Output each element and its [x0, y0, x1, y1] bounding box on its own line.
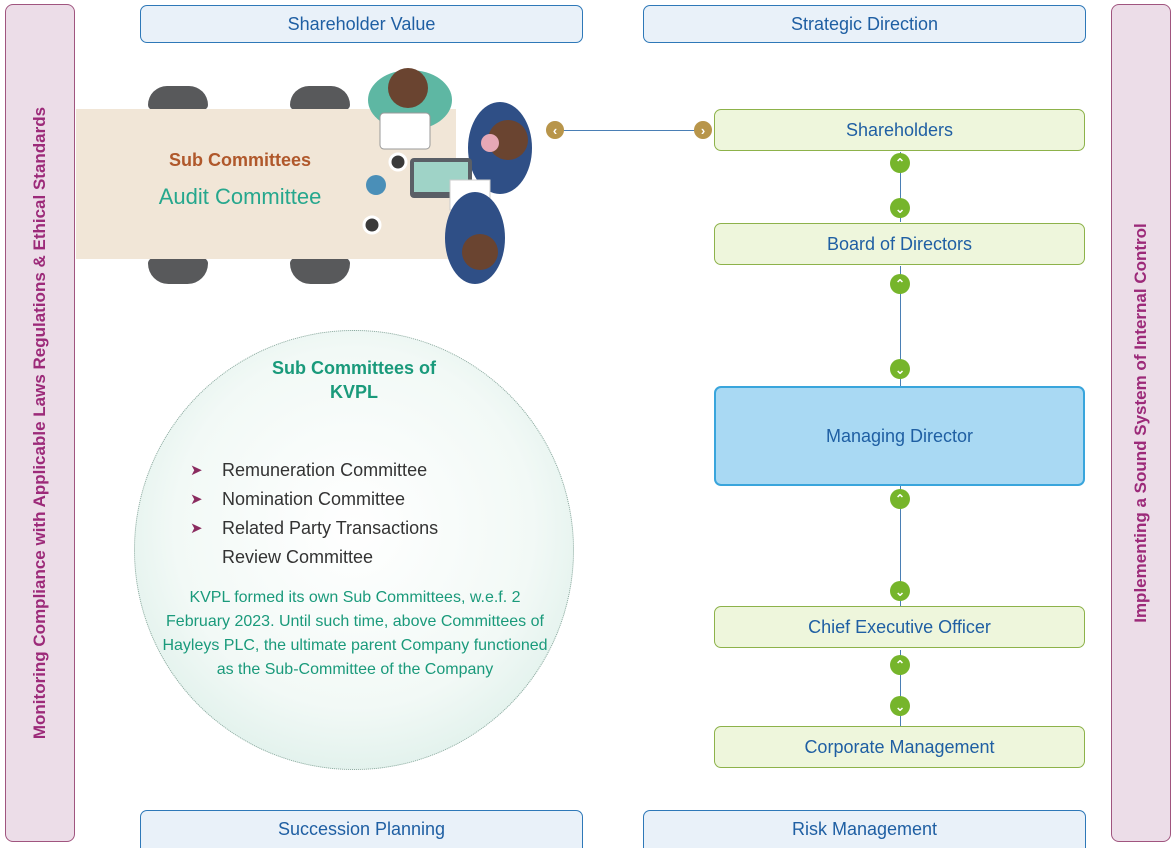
committee-name: Remuneration Committee [222, 460, 428, 480]
list-item: ➤ Nomination Committee [186, 485, 502, 514]
people-at-table-icon [362, 68, 532, 284]
committee-list: ➤ Remuneration Committee ➤ Nomination Co… [186, 456, 502, 572]
arrow-down-icon: ⌃ [890, 581, 910, 601]
arrow-up-icon: ⌃ [890, 655, 910, 675]
risk-management-box: Risk Management [643, 810, 1086, 848]
kvpl-circle-note: KVPL formed its own Sub Committees, w.e.… [162, 589, 548, 678]
right-side-panel: Implementing a Sound System of Internal … [1111, 4, 1171, 842]
chair-icon [148, 258, 208, 284]
chair-icon [290, 86, 350, 110]
audit-committee-label: Audit Committee [158, 184, 322, 209]
managing-director-box: Managing Director [714, 386, 1085, 486]
connector-line [900, 152, 901, 222]
arrow-up-icon: ⌃ [890, 274, 910, 294]
arrow-up-icon: ⌃ [890, 153, 910, 173]
left-side-panel: Monitoring Compliance with Applicable La… [5, 4, 75, 842]
list-item: ➤ Remuneration Committee [186, 456, 502, 485]
chair-icon [148, 86, 208, 110]
chair-icon [290, 258, 350, 284]
arrow-down-icon: ⌃ [890, 359, 910, 379]
kvpl-committees-circle [134, 330, 574, 770]
committee-name: Nomination Committee [222, 489, 406, 509]
arrow-up-icon: ⌃ [890, 489, 910, 509]
strategic-direction-box: Strategic Direction [643, 5, 1086, 43]
corporate-management-box: Corporate Management [714, 726, 1085, 768]
arrow-bullet-icon: ➤ [190, 462, 203, 479]
left-side-label: Monitoring Compliance with Applicable La… [30, 106, 49, 740]
arrow-down-icon: ⌃ [890, 696, 910, 716]
arrow-down-icon: ⌃ [890, 198, 910, 218]
connector-line [900, 266, 901, 386]
connector-line [556, 130, 702, 131]
audit-area-heading: Sub Committees [168, 150, 312, 170]
succession-planning-box: Succession Planning [140, 810, 583, 848]
connector-line [900, 650, 901, 726]
board-of-directors-box: Board of Directors [714, 223, 1085, 265]
chevron-left-icon: ‹ [546, 121, 564, 139]
chevron-right-icon: › [694, 121, 712, 139]
committee-name: Related Party Transactions Review Commit… [222, 518, 439, 567]
arrow-bullet-icon: ➤ [190, 520, 203, 537]
shareholder-value-box: Shareholder Value [140, 5, 583, 43]
right-side-label: Implementing a Sound System of Internal … [1131, 223, 1150, 623]
chief-executive-officer-box: Chief Executive Officer [714, 606, 1085, 648]
arrow-bullet-icon: ➤ [190, 491, 203, 508]
shareholders-box: Shareholders [714, 109, 1085, 151]
connector-line [900, 486, 901, 606]
list-item: ➤ Related Party Transactions Review Comm… [186, 514, 502, 572]
kvpl-circle-title: Sub Committees of KVPL [271, 358, 436, 402]
